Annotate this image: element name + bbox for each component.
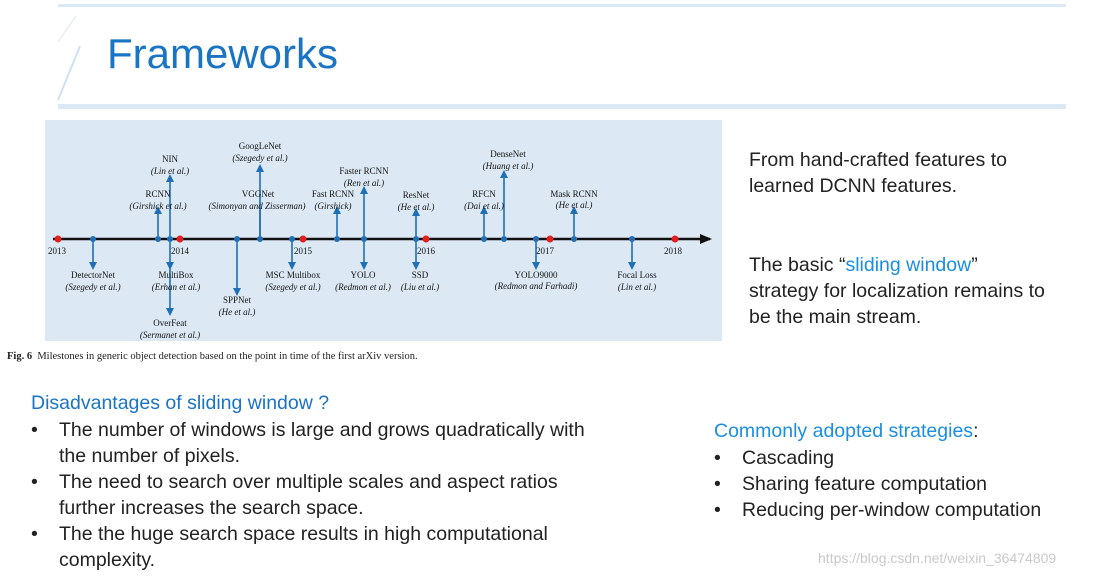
list-item: Reducing per-window computation: [714, 497, 1041, 523]
page-title: Frameworks: [107, 30, 339, 77]
title-decoration: [57, 15, 81, 101]
milestone-mask-rcnn: Mask RCNN: [550, 189, 598, 199]
right-p2-line2: strategy for localization remains to: [749, 280, 1045, 302]
year-label-2016: 2016: [417, 246, 436, 256]
milestone-yolo9000: YOLO9000: [515, 270, 558, 280]
right-p2-line1: The basic “sliding window”: [749, 252, 1045, 278]
milestone-rcnn-authors: (Girshick et al.): [129, 201, 186, 211]
milestone-rfcn-authors: (Dai et al.): [464, 201, 504, 211]
figure-caption-text: Milestones in generic object detection b…: [37, 351, 418, 362]
milestone-overfeat: OverFeat: [153, 318, 187, 328]
disadvantages-heading: Disadvantages of sliding window ?: [31, 392, 330, 414]
milestone-msc-multibox: MSC Multibox: [266, 270, 321, 280]
milestone-dot: [571, 236, 577, 242]
milestone-yolo: YOLO: [351, 270, 376, 280]
milestone-nin-authors: (Lin et al.): [151, 166, 189, 176]
milestone-rfcn: RFCN: [472, 189, 496, 199]
milestone-dot: [413, 236, 419, 242]
right-paragraph-1: From hand-crafted features to learned DC…: [749, 147, 1007, 199]
right-p1-line1: From hand-crafted features to: [749, 149, 1007, 171]
year-dot-2017: [546, 235, 554, 243]
milestone-overfeat-authors: (Sermanet et al.): [140, 330, 200, 340]
milestone-faster-rcnn: Faster RCNN: [339, 166, 389, 176]
milestone-googlenet-authors: (Szegedy et al.): [232, 153, 287, 163]
year-label-2013: 2013: [48, 246, 67, 256]
milestone-vggnet-authors: (Simonyan and Zisserman): [209, 201, 306, 211]
year-label-2018: 2018: [664, 246, 683, 256]
milestone-sppnet: SPPNet: [223, 295, 252, 305]
year-label-2014: 2014: [171, 246, 190, 256]
milestone-dot: [289, 236, 295, 242]
strategies-heading: Commonly adopted strategies:: [714, 420, 978, 443]
close-quote: ”: [971, 254, 978, 276]
year-dot-2015: [299, 235, 307, 243]
year-dot-2014: [176, 235, 184, 243]
milestone-dot: [629, 236, 635, 242]
milestone-resnet: ResNet: [403, 190, 430, 200]
milestone-multibox: MultiBox: [158, 270, 194, 280]
milestone-googlenet: GoogLeNet: [239, 141, 282, 151]
milestone-ssd-authors: (Liu et al.): [401, 282, 439, 292]
milestone-rcnn: RCNN: [145, 189, 171, 199]
milestone-dot: [167, 236, 173, 242]
year-dot-2013: [54, 235, 62, 243]
year-label-2015: 2015: [294, 246, 313, 256]
right-p2-pre: The basic: [749, 254, 839, 276]
list-item: Cascading: [714, 445, 1041, 471]
milestone-resnet-authors: (He et al.): [398, 202, 435, 212]
milestone-densenet-authors: (Huang et al.): [483, 161, 534, 171]
top-rule: [58, 4, 1066, 7]
milestone-msc-multibox-authors: (Szegedy et al.): [265, 282, 320, 292]
milestone-vggnet: VGGNet: [242, 189, 275, 199]
milestone-dot: [234, 236, 240, 242]
milestone-dot: [155, 236, 161, 242]
milestone-faster-rcnn-authors: (Ren et al.): [344, 178, 384, 188]
milestone-ssd: SSD: [412, 270, 429, 280]
right-p2-line3: be the main stream.: [749, 306, 922, 328]
milestone-sppnet-authors: (He et al.): [219, 307, 256, 317]
milestone-fast-rcnn-authors: (Girshick): [315, 201, 352, 211]
milestone-densenet: DenseNet: [490, 149, 526, 159]
milestone-yolo-authors: (Redmon et al.): [335, 282, 391, 292]
milestone-multibox-authors: (Erhan et al.): [152, 282, 201, 292]
milestone-focal-loss: Focal Loss: [617, 270, 657, 280]
list-item: The the huge search space results in hig…: [31, 521, 585, 573]
strategies-heading-text: Commonly adopted strategies: [714, 420, 974, 442]
milestone-detectornet-authors: (Szegedy et al.): [65, 282, 120, 292]
milestone-dot: [334, 236, 340, 242]
milestone-dot: [361, 236, 367, 242]
milestone-dot: [257, 236, 263, 242]
list-item: The number of windows is large and grows…: [31, 417, 585, 469]
strategies-heading-suffix: :: [973, 420, 979, 442]
right-paragraph-2: The basic “sliding window” strategy for …: [749, 252, 1045, 330]
figure-caption: Fig. 6 Milestones in generic object dete…: [7, 351, 418, 362]
list-item: Sharing feature computation: [714, 471, 1041, 497]
title-rule: [58, 104, 1066, 109]
milestone-fast-rcnn: Fast RCNN: [312, 189, 355, 199]
milestone-nin: NIN: [162, 154, 178, 164]
milestone-yolo9000-authors: (Redmon and Farhadi): [495, 281, 578, 291]
watermark: https://blog.csdn.net/weixin_36474809: [818, 550, 1057, 566]
milestone-focal-loss-authors: (Lin et al.): [618, 282, 656, 292]
figure-caption-label: Fig. 6: [7, 351, 33, 362]
milestone-detectornet: DetectorNet: [71, 270, 115, 280]
milestone-mask-rcnn-authors: (He et al.): [556, 200, 593, 210]
year-dot-2016: [422, 235, 430, 243]
milestone-dot: [501, 236, 507, 242]
year-label-2017: 2017: [536, 246, 555, 256]
milestone-dot: [533, 236, 539, 242]
milestone-timeline-diagram: 2013 2014 2015 2016 2017 2018: [48, 141, 712, 340]
open-quote: “: [838, 254, 846, 276]
milestone-dot: [90, 236, 96, 242]
disadvantages-list: The number of windows is large and grows…: [31, 417, 585, 573]
sliding-window-highlight: sliding window: [845, 254, 972, 276]
milestone-dot: [481, 236, 487, 242]
right-p1-line2: learned DCNN features.: [749, 175, 958, 197]
list-item: The need to search over multiple scales …: [31, 469, 585, 521]
strategies-list: Cascading Sharing feature computation Re…: [714, 445, 1041, 523]
year-dot-2018: [671, 235, 679, 243]
